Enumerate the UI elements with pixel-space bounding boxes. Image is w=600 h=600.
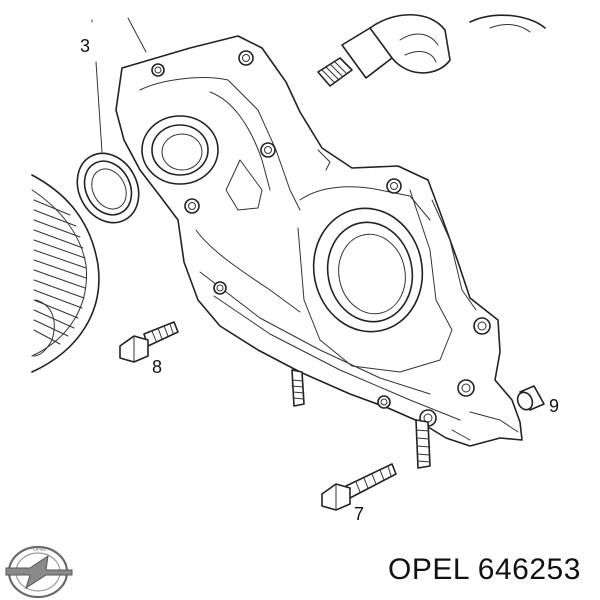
seal-ring-drawing [76, 152, 140, 224]
svg-text:OPEL: OPEL [33, 547, 47, 553]
callout-8: 8 [152, 357, 162, 377]
leader-lines [91, 17, 147, 153]
part-number-label: 646253 [477, 553, 581, 586]
stud-right-drawing [415, 419, 431, 469]
bolt-8-drawing [119, 321, 179, 363]
bolt-7-drawing [321, 463, 397, 511]
oil-pump-housing-drawing [115, 35, 523, 447]
stud-left-drawing [291, 369, 305, 407]
dowel-pin-9-drawing [516, 385, 545, 411]
sensor-drawing [317, 13, 546, 87]
callout-7: 7 [354, 504, 364, 524]
gear-drawing [31, 174, 100, 373]
brand-label: OPEL [388, 553, 469, 586]
opel-logo-icon: OPEL [5, 545, 73, 599]
callout-9: 9 [549, 396, 559, 416]
part-caption: OPEL 646253 [388, 553, 581, 587]
callout-3: 3 [80, 36, 90, 56]
